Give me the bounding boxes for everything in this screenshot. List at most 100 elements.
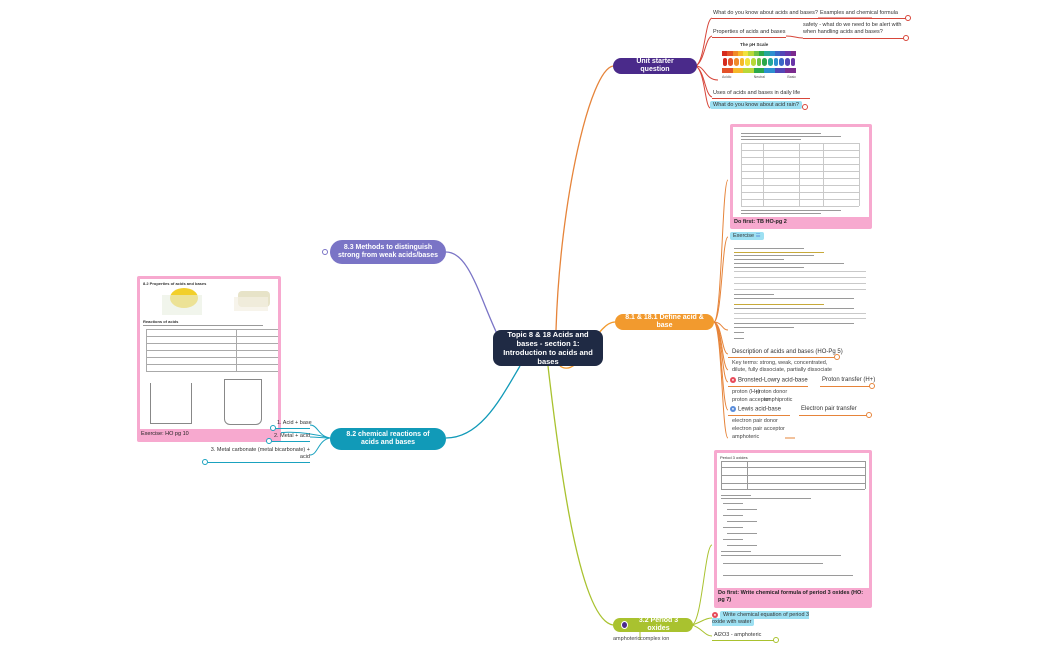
starter-item-properties[interactable]: Properties of acids and bases <box>713 29 785 36</box>
lewis-badge-icon: ● <box>730 406 736 412</box>
starter-item-acid-rain[interactable]: What do you know about acid rain? <box>710 101 802 109</box>
starter-child-safety[interactable]: safety - what do we need to be alert wit… <box>803 22 903 36</box>
topic-methods-label: 8.3 Methods to distinguish strong from w… <box>338 243 438 260</box>
central-topic-label: Topic 8 & 18 Acids and bases - section 1… <box>503 330 593 366</box>
lewis-term-amphoteric[interactable]: amphoteric <box>732 434 759 441</box>
reaction-metal-acid-label: 2. Metal + acid <box>274 433 310 439</box>
key-terms-label: Key terms: strong, weak, concentrated, d… <box>732 360 832 373</box>
starter-item-uses-label: Uses of acids and bases in daily life <box>713 90 801 96</box>
reactions-card-caption: Exercise: HO pg 10 <box>141 431 189 437</box>
period3-card-caption: Do first: Write chemical formula of peri… <box>718 590 864 603</box>
period3-card-title: Period 3 oxides <box>720 455 748 460</box>
collapse-knob[interactable] <box>802 104 808 110</box>
ph-label-acidic: Acidic <box>722 75 732 79</box>
lewis-term-amphoteric-label: amphoteric <box>732 434 760 440</box>
lewis-term-donor-label: electron pair donor <box>732 418 778 424</box>
central-topic[interactable]: Topic 8 & 18 Acids and bases - section 1… <box>493 330 603 366</box>
worksheet-card-do-first[interactable]: Do first: TB HO-pg 2 <box>730 124 872 229</box>
bronsted-label: Bronsted-Lowry acid-base <box>738 377 808 384</box>
topic-methods[interactable]: 8.3 Methods to distinguish strong from w… <box>330 240 446 264</box>
description-item-label: Description of acids and bases (HO-Pg 5) <box>732 349 843 355</box>
apparatus-image <box>150 383 192 424</box>
period3-item-badge-icon: ● <box>712 612 718 618</box>
collapse-knob[interactable] <box>869 383 875 389</box>
reaction-metal-carbonate[interactable]: 3. Metal carbonate (metal bicarbonate) +… <box>210 447 310 461</box>
lewis-label: Lewis acid-base <box>738 406 782 413</box>
starter-child-safety-label: safety - what do we need to be alert wit… <box>803 22 902 35</box>
lewis-term-donor[interactable]: electron pair donor <box>732 418 778 425</box>
bronsted-child-label: Proton transfer (H+) <box>822 377 876 383</box>
topic-period3[interactable]: 3.2 Period 3 oxides <box>613 616 693 633</box>
reaction-acid-base[interactable]: 1. Acid + base <box>277 420 312 427</box>
notes-icon: ☰ <box>755 233 761 239</box>
starter-item-acids-bases-label: What do you know about acids and bases? <box>713 10 818 16</box>
ph-label-neutral: Neutral <box>753 75 766 79</box>
ph-label-basic: Basic <box>787 75 796 79</box>
topic-define[interactable]: 8.1 & 18.1 Define acid & base <box>615 314 714 330</box>
reaction-metal-acid[interactable]: 2. Metal + acid <box>274 433 310 440</box>
description-item[interactable]: Description of acids and bases (HO-Pg 5) <box>732 349 843 356</box>
reaction-metal-carbonate-label: 3. Metal carbonate (metal bicarbonate) +… <box>210 447 310 460</box>
period3-below-complex-ion[interactable]: complex ion <box>640 636 669 643</box>
bronsted-term-acceptor-label: proton acceptor <box>732 397 771 403</box>
collapse-knob[interactable] <box>266 438 272 444</box>
starter-item-uses[interactable]: Uses of acids and bases in daily life <box>713 90 800 97</box>
starter-item-acids-bases[interactable]: What do you know about acids and bases? <box>713 10 818 17</box>
lewis-term-acceptor[interactable]: electron pair acceptor <box>732 426 785 433</box>
ph-scale-image: The pH Scale Acidic Neutral Basic <box>718 42 798 88</box>
period3-badge-icon <box>621 621 629 629</box>
bronsted-badge-icon: ● <box>730 377 736 383</box>
period3-item-equation[interactable]: ●Write chemical equation of period 3 oxi… <box>712 611 822 627</box>
topic-reactions[interactable]: 8.2 chemical reactions of acids and base… <box>330 428 446 450</box>
key-terms-item[interactable]: Key terms: strong, weak, concentrated, d… <box>732 360 842 374</box>
period3-below-amphoteric[interactable]: amphoteric <box>613 636 640 643</box>
topic-unit-starter-label: Unit starter question <box>636 57 674 74</box>
bronsted-term-donor[interactable]: proton donor <box>756 389 787 396</box>
collapse-knob[interactable] <box>202 459 208 465</box>
topic-reactions-label: 8.2 chemical reactions of acids and base… <box>346 430 430 447</box>
collapse-knob[interactable] <box>773 637 779 643</box>
starter-item-acid-rain-label: What do you know about acid rain? <box>710 101 802 109</box>
exercise-item-label: Exercise <box>733 233 755 239</box>
bronsted-term-proton-label: proton (H+) <box>732 389 760 395</box>
topic-define-label: 8.1 & 18.1 Define acid & base <box>625 313 704 330</box>
reactions-card-subtitle: Reactions of acids <box>143 319 179 324</box>
exercise-item[interactable]: Exercise ☰ <box>730 232 764 240</box>
bronsted-child[interactable]: Proton transfer (H+) <box>822 377 875 384</box>
ph-scale-title: The pH Scale <box>740 42 769 47</box>
topic-unit-starter[interactable]: Unit starter question <box>613 58 697 74</box>
period3-item-al2o3[interactable]: Al2O3 - amphoteric <box>714 632 761 639</box>
lewis-item[interactable]: ●Lewis acid-base <box>730 406 781 414</box>
period3-below-amphoteric-label: amphoteric <box>613 636 641 642</box>
bronsted-term-proton[interactable]: proton (H+) <box>732 389 760 396</box>
starter-child-examples[interactable]: Examples and chemical formula <box>820 10 898 17</box>
collapse-knob[interactable] <box>834 354 840 360</box>
period3-worksheet-card[interactable]: Period 3 oxides Do first: Write chemical… <box>714 450 872 608</box>
period3-item-equation-label: Write chemical equation of period 3 oxid… <box>712 611 810 627</box>
apparatus-image-2 <box>224 379 262 425</box>
topic-period3-label: 3.2 Period 3 oxides <box>638 616 679 633</box>
bronsted-term-amphiprotic[interactable]: amphiprotic <box>764 397 792 404</box>
worksheet-card-caption: Do first: TB HO-pg 2 <box>734 219 787 225</box>
collapse-knob[interactable] <box>270 425 276 431</box>
collapse-knob[interactable] <box>322 249 328 255</box>
lewis-child-label: Electron pair transfer <box>801 406 857 412</box>
lewis-term-acceptor-label: electron pair acceptor <box>732 426 785 432</box>
bronsted-term-donor-label: proton donor <box>756 389 788 395</box>
starter-child-examples-label: Examples and chemical formula <box>820 10 898 16</box>
reactions-card-title: 8.2 Properties of acids and bases <box>143 281 207 286</box>
bronsted-term-acceptor[interactable]: proton acceptor <box>732 397 770 404</box>
exercise-worksheet-image <box>730 246 872 342</box>
bronsted-item[interactable]: ●Bronsted-Lowry acid-base <box>730 377 808 385</box>
period3-worksheet-image: Period 3 oxides <box>717 453 869 588</box>
collapse-knob[interactable] <box>903 35 909 41</box>
starter-item-properties-label: Properties of acids and bases <box>713 29 786 35</box>
reactions-worksheet-image: 8.2 Properties of acids and bases Reacti… <box>140 279 278 429</box>
lewis-child[interactable]: Electron pair transfer <box>801 406 857 413</box>
worksheet-image <box>733 127 869 217</box>
reactions-worksheet-card[interactable]: 8.2 Properties of acids and bases Reacti… <box>137 276 281 442</box>
collapse-knob[interactable] <box>905 15 911 21</box>
period3-item-al2o3-label: Al2O3 - amphoteric <box>714 632 762 638</box>
bronsted-term-amphiprotic-label: amphiprotic <box>764 397 793 403</box>
collapse-knob[interactable] <box>866 412 872 418</box>
